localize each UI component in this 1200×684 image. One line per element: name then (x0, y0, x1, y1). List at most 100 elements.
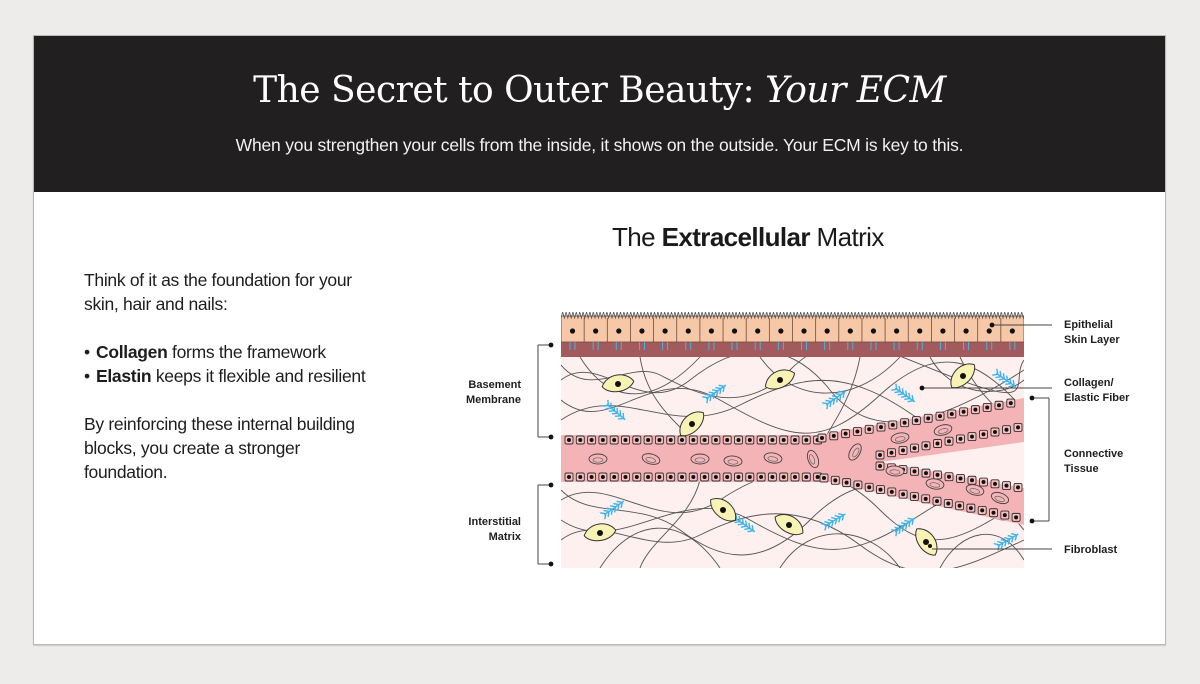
epithelial-nucleus (685, 328, 691, 334)
epithelial-nucleus (847, 328, 853, 334)
endothelial-nucleus (923, 496, 928, 501)
endothelial-nucleus (634, 475, 639, 479)
endothelial-nucleus (770, 475, 775, 479)
epithelial-nucleus (824, 328, 830, 334)
endothelial-nucleus (713, 475, 718, 479)
endothelial-nucleus (657, 438, 662, 442)
endothelial-nucleus (935, 441, 940, 446)
endothelial-nucleus (957, 503, 962, 508)
diagram-title: The Extracellular Matrix (612, 222, 884, 253)
epithelial-nucleus (940, 328, 946, 334)
elastin-barb (1001, 375, 1009, 383)
page-title: The Secret to Outer Beauty: Your ECM (34, 70, 1165, 111)
elastin-barb (993, 542, 1001, 551)
elastin-barb (747, 525, 754, 533)
endothelial-nucleus (946, 501, 951, 506)
elastin-barb (609, 505, 617, 513)
blood-vessel (561, 398, 1024, 525)
elastin-barb (891, 529, 898, 537)
collagen-fiber (579, 356, 701, 395)
endothelial-nucleus (770, 438, 775, 442)
collagen-fiber (779, 533, 901, 568)
endothelial-nucleus (855, 482, 860, 487)
endothelial-nucleus (646, 438, 651, 442)
elastin-barb (602, 399, 610, 407)
elastin-fiber (993, 532, 1019, 551)
endothelial-nucleus (878, 453, 882, 457)
endothelial-nucleus (759, 475, 764, 479)
endothelial-nucleus (970, 434, 974, 439)
red-blood-cell-center (938, 428, 949, 434)
endothelial-nucleus (961, 409, 966, 414)
epithelial-nucleus (708, 328, 715, 334)
red-blood-cell-center (929, 482, 941, 488)
endothelial-nucleus (926, 416, 931, 421)
endothelial-nucleus (1008, 401, 1013, 406)
endothelial-nucleus (947, 439, 951, 444)
label-interstitial: Interstitial (468, 516, 521, 528)
endothelial-nucleus (725, 438, 730, 442)
endothelial-nucleus (634, 438, 639, 442)
basement-membrane (561, 340, 1024, 357)
bullet-bold: Elastin (96, 366, 152, 386)
collagen-fiber (599, 527, 721, 568)
elastin-barb (897, 524, 905, 532)
elastin-stem (997, 533, 1019, 547)
title-main: The Secret to Outer Beauty: (253, 70, 766, 111)
endothelial-nucleus (985, 405, 990, 410)
anchor-fiber (916, 342, 923, 350)
endothelial-nucleus (702, 438, 707, 442)
endothelial-nucleus (804, 475, 809, 479)
elastin-barb (831, 395, 839, 403)
elastin-barb (894, 385, 901, 394)
elastin-barb (1011, 532, 1018, 541)
endothelial-nucleus (968, 506, 973, 511)
endothelial-nucleus (623, 438, 628, 442)
label-connective-2: Tissue (1064, 463, 1099, 475)
elastin-barb (907, 395, 914, 403)
endothelial-nucleus (912, 469, 917, 474)
endothelial-nucleus (623, 475, 628, 479)
anchor-fiber (777, 342, 784, 350)
leader-dot (548, 561, 554, 567)
epithelial-nucleus (894, 328, 900, 334)
endothelial-nucleus (958, 436, 963, 441)
endothelial-nucleus (680, 438, 684, 442)
elastin-stem (603, 500, 625, 516)
fibroblast-nucleus (615, 381, 621, 387)
endothelial-nucleus (980, 508, 985, 513)
elastin-barb (708, 391, 716, 399)
endothelial-nucleus (820, 436, 824, 440)
red-blood-cell-center (994, 495, 1005, 502)
endothelial-nucleus (600, 438, 605, 442)
leader-dot (548, 434, 554, 440)
endothelial-nucleus (567, 475, 571, 479)
elastin-barb (734, 515, 741, 524)
fibroblast-nucleus (960, 373, 966, 379)
endothelial-nucleus (815, 475, 820, 479)
elastin-barb (904, 392, 911, 401)
elastin-barb (900, 390, 908, 398)
endothelial-nucleus (612, 438, 617, 442)
epithelial-nucleus (870, 328, 877, 334)
endothelial-nucleus (912, 446, 917, 451)
elastin-barb (828, 397, 836, 405)
endothelial-nucleus (878, 464, 882, 468)
endothelial-nucleus (970, 478, 974, 483)
elastin-barb (608, 405, 616, 412)
endothelial-nucleus (822, 476, 826, 480)
endothelial-nucleus (844, 480, 849, 485)
label-collagen: Collagen/ (1064, 377, 1114, 389)
diagram-title-post: Matrix (809, 222, 885, 252)
elastin-barb (711, 389, 719, 397)
leader-dot (1029, 518, 1035, 524)
anchor-fiber (685, 342, 692, 350)
fibroblast-nucleus (928, 544, 932, 548)
endothelial-nucleus (736, 475, 741, 479)
fibroblast-nucleus (777, 377, 783, 383)
elastin-stem (606, 403, 626, 421)
endothelial-nucleus (831, 433, 836, 438)
anchor-fiber (824, 342, 831, 350)
elastin-barb (992, 368, 999, 376)
